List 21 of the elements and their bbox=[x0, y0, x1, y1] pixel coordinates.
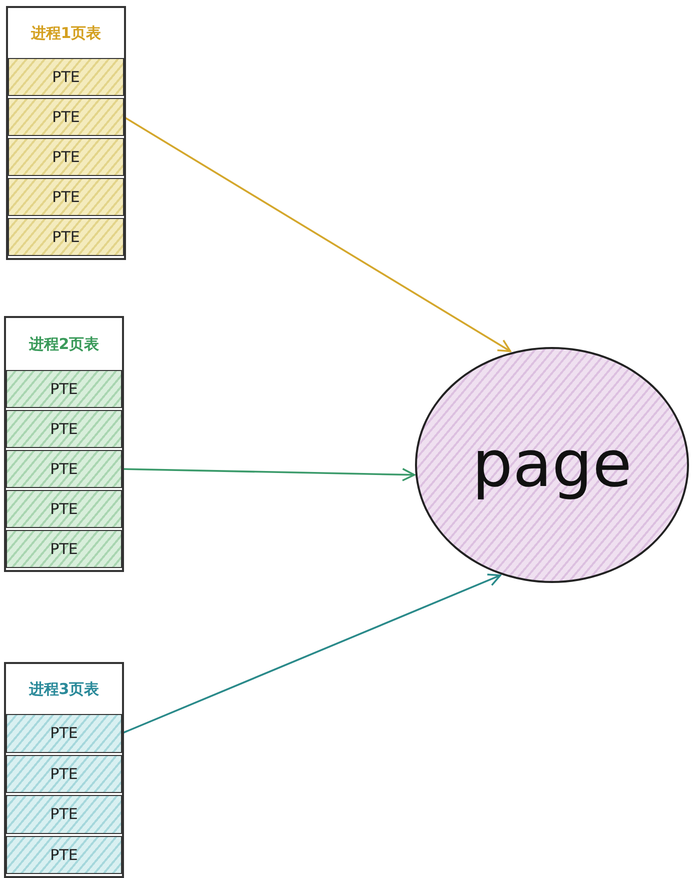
pte-cell: PTE bbox=[8, 98, 124, 136]
pte-cell: PTE bbox=[6, 714, 122, 752]
pte-cell: PTE bbox=[6, 795, 122, 834]
table-title: 进程2页表 bbox=[28, 334, 100, 355]
page-table bbox=[4, 316, 124, 572]
pte-cell: PTE bbox=[8, 58, 124, 96]
pte-cell: PTE bbox=[8, 178, 124, 216]
pte-cell: PTE bbox=[8, 138, 124, 176]
page-table bbox=[4, 662, 124, 878]
pte-cell: PTE bbox=[6, 450, 122, 488]
table-title: 进程3页表 bbox=[28, 679, 100, 700]
page-label: page bbox=[472, 428, 632, 502]
pte-cell: PTE bbox=[6, 410, 122, 448]
page-table bbox=[6, 6, 126, 260]
pte-cell: PTE bbox=[6, 490, 122, 528]
pte-cell: PTE bbox=[6, 370, 122, 408]
pte-cell: PTE bbox=[6, 836, 122, 874]
pte-cell: PTE bbox=[6, 754, 122, 793]
pte-cell: PTE bbox=[6, 530, 122, 568]
pte-cell: PTE bbox=[8, 218, 124, 256]
table-title: 进程1页表 bbox=[30, 23, 102, 44]
